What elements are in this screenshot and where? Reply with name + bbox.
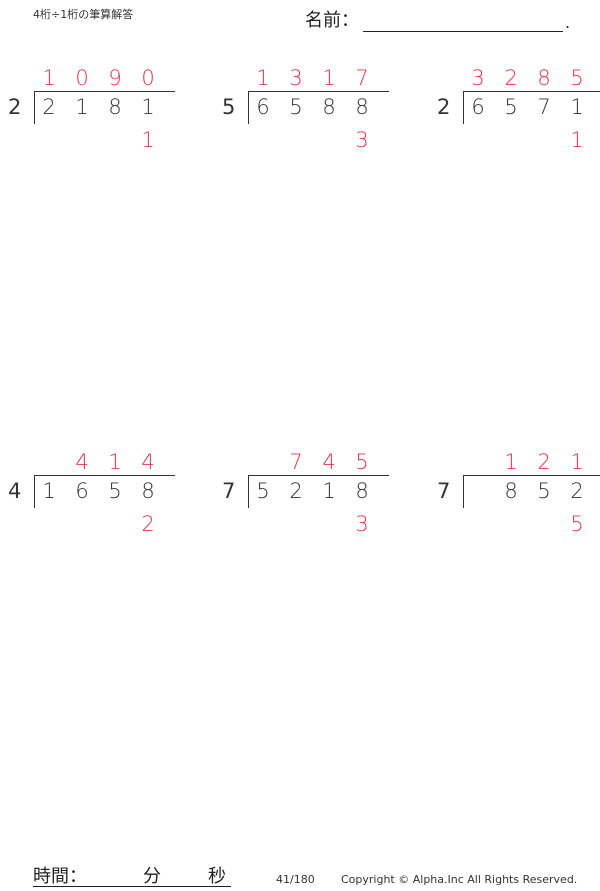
time-label: 時間：: [33, 866, 87, 887]
quotient-digit: 3: [289, 66, 303, 90]
dividend-digit: 5: [108, 479, 122, 503]
remainder: 5: [437, 512, 600, 540]
division-bracket: [248, 475, 389, 508]
page-number: 41/180: [276, 873, 315, 886]
division-bracket: [34, 475, 175, 508]
dividend-digit: 2: [42, 95, 56, 119]
quotient-digit: 4: [322, 450, 336, 474]
quotient-digit: 1: [108, 450, 122, 474]
dividend-digit: 6: [471, 95, 485, 119]
dividend-digit: 5: [289, 95, 303, 119]
quotient-digit: 0: [141, 66, 155, 90]
quotient-digit: 5: [355, 450, 369, 474]
quotient-digit: 7: [289, 450, 303, 474]
dividend-digit: 8: [355, 95, 369, 119]
divisor: 7: [222, 479, 236, 503]
quotient-digit: 1: [256, 66, 270, 90]
remainder: 3: [222, 512, 392, 540]
remainder-digit: 3: [355, 128, 369, 152]
remainder: 2: [8, 512, 178, 540]
dividend-digit: 8: [504, 479, 518, 503]
quotient-digit: 9: [108, 66, 122, 90]
dividend-digit: 5: [504, 95, 518, 119]
quotient-digit: 4: [75, 450, 89, 474]
worksheet-title: 4桁÷1桁の筆算解答: [33, 8, 134, 21]
remainder-digit: 3: [355, 512, 369, 536]
dividend-digit: 1: [322, 479, 336, 503]
dividend-digit: 8: [141, 479, 155, 503]
dividend-digit: 1: [570, 95, 584, 119]
divisor: 2: [8, 95, 22, 119]
name-field: 名前： .: [305, 6, 570, 32]
dividend-digit: 5: [256, 479, 270, 503]
dividend-digit: 8: [322, 95, 336, 119]
minutes-label: 分: [143, 866, 161, 887]
remainder: 1: [8, 128, 178, 156]
divisor: 4: [8, 479, 22, 503]
quotient-digit: 1: [504, 450, 518, 474]
seconds-label: 秒: [208, 866, 226, 887]
quotient-digit: 1: [570, 450, 584, 474]
quotient-digit: 2: [537, 450, 551, 474]
quotient-digit: 3: [471, 66, 485, 90]
quotient-digit: 8: [537, 66, 551, 90]
dividend-digit: 1: [75, 95, 89, 119]
dividend-digit: 6: [256, 95, 270, 119]
remainder-digit: 2: [141, 512, 155, 536]
dividend-digit: 8: [355, 479, 369, 503]
quotient-digit: 1: [322, 66, 336, 90]
dividend-digit: 1: [141, 95, 155, 119]
division-bracket: [248, 91, 389, 124]
dividend-digit: 1: [42, 479, 56, 503]
dividend-digit: 7: [537, 95, 551, 119]
divisor: 5: [222, 95, 236, 119]
quotient-digit: 4: [141, 450, 155, 474]
divisor: 7: [437, 479, 451, 503]
dividend-digit: 5: [537, 479, 551, 503]
quotient-digit: 2: [504, 66, 518, 90]
name-label: 名前：: [305, 10, 359, 31]
quotient-digit: 0: [75, 66, 89, 90]
remainder-digit: 1: [141, 128, 155, 152]
divisor: 2: [437, 95, 451, 119]
quotient-digit: 5: [570, 66, 584, 90]
division-bracket: [34, 91, 175, 124]
quotient-digit: 7: [355, 66, 369, 90]
dividend-digit: 8: [108, 95, 122, 119]
remainder-digit: 1: [570, 128, 584, 152]
time-record: 時間： 分 秒: [33, 862, 231, 887]
remainder: 3: [222, 128, 392, 156]
quotient-digit: 1: [42, 66, 56, 90]
dividend-digit: 6: [75, 479, 89, 503]
dividend-digit: 2: [570, 479, 584, 503]
remainder: 1: [437, 128, 600, 156]
division-bracket: [463, 91, 600, 124]
name-end-mark: .: [565, 13, 571, 32]
remainder-digit: 5: [570, 512, 584, 536]
name-input-line[interactable]: [363, 11, 563, 32]
division-bracket: [463, 475, 600, 508]
dividend-digit: 2: [289, 479, 303, 503]
copyright: Copyright © Alpha.Inc All Rights Reserve…: [341, 873, 578, 886]
